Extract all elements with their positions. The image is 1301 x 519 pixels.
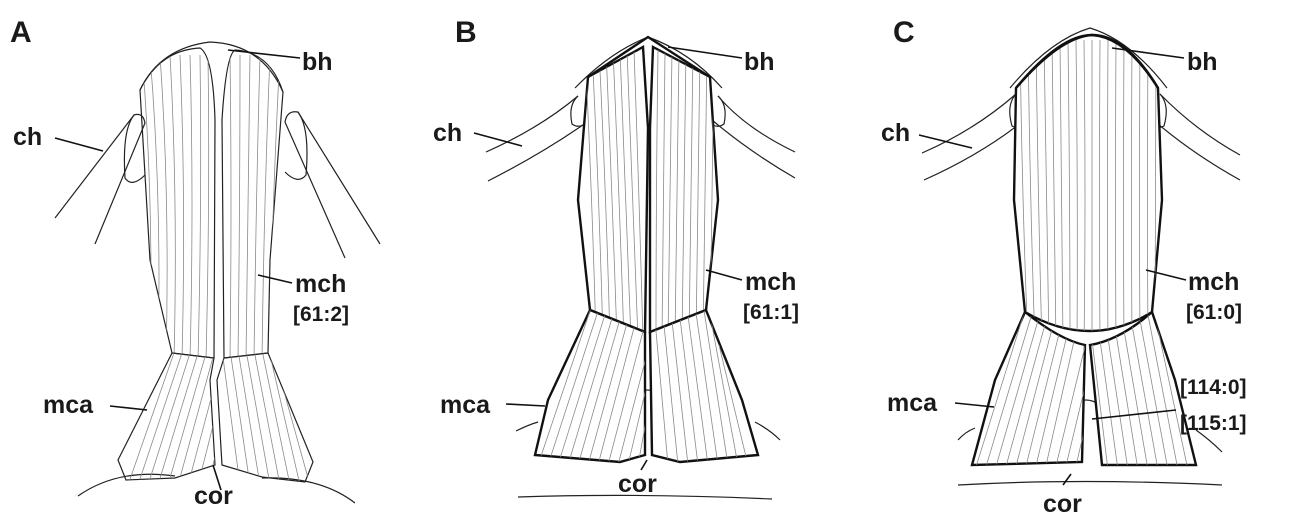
code-mch-b: [61:1] [743,301,799,324]
mch-left-b [578,47,648,332]
label-mca-c: mca [887,389,938,417]
label-bh-b: bh [744,48,775,76]
ceratohyal-right-c [1152,94,1240,180]
mch-left-a [140,48,215,358]
ceratohyal-left-a [55,114,145,244]
mch-left-a-striations [142,55,209,360]
label-ch-a: ch [13,123,42,151]
label-cor-c: cor [1043,490,1082,518]
ceratohyal-left-c [922,94,1024,180]
mca-left-c [972,312,1085,465]
label-ch-c: ch [881,119,910,147]
label-cor-a: cor [194,482,233,510]
label-bh-a: bh [302,48,333,76]
label-mca-b: mca [440,391,491,419]
panel-a: A [10,16,380,510]
mca-right-a-striations [222,350,310,485]
mca-left-a-striations [128,350,224,485]
mch-right-a-striations [230,55,280,360]
code-mch-c: [61:0] [1186,301,1242,324]
label-mch-b: mch [745,268,796,296]
code-extra-2-c: [115:1] [1180,412,1247,435]
label-ch-b: ch [433,119,462,147]
label-mca-a: mca [43,391,94,419]
label-mch-c: mch [1188,268,1239,296]
panel-b: B [433,16,799,499]
label-bh-c: bh [1187,48,1218,76]
label-mch-a: mch [295,270,346,298]
panel-c: C [881,16,1247,518]
label-cor-b: cor [618,470,657,498]
code-mch-a: [61:2] [293,303,349,326]
panel-letter-c: C [893,16,915,49]
code-extra-1-c: [114:0] [1180,376,1247,399]
ceratohyal-right-a [285,112,380,258]
basihyal-a [140,42,283,92]
panel-letter-a: A [10,16,32,49]
ceratohyal-left-b [486,96,590,181]
panel-letter-b: B [455,16,477,49]
ceratohyal-right-b [706,96,795,178]
